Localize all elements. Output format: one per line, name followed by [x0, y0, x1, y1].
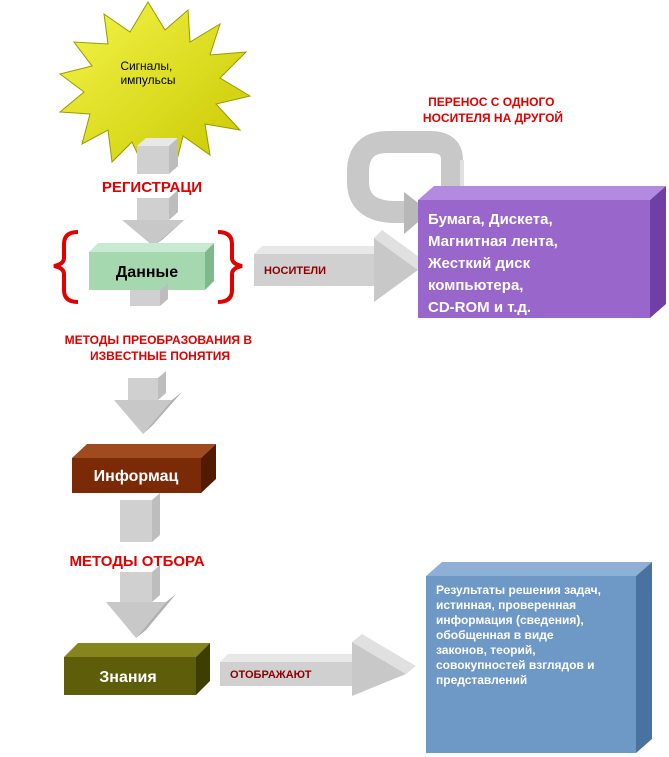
label-registration: РЕГИСТРАЦИ [102, 179, 202, 196]
label-carriers: НОСИТЕЛИ [264, 265, 326, 277]
starburst-label: Сигналы, импульсы [120, 59, 175, 87]
brace-right [217, 230, 243, 304]
arrow-to-knowledge [106, 493, 176, 638]
label-methods-transform: МЕТОДЫ ПРЕОБРАЗОВАНИЯ В ИЗВЕСТНЫЕ ПОНЯТИ… [65, 333, 256, 363]
arrow-display [220, 634, 416, 696]
results-box-text: Результаты решения задач, истинная, пров… [436, 583, 604, 687]
transfer-curve-arrow [347, 131, 464, 234]
arrow-to-information [114, 371, 182, 434]
media-box [418, 186, 666, 318]
label-transfer: ПЕРЕНОС С ОДНОГО НОСИТЕЛЯ НА ДРУГОЙ [423, 95, 563, 125]
label-methods-select: МЕТОДЫ ОТБОРА [69, 553, 204, 570]
label-display: ОТОБРАЖАЮТ [230, 669, 312, 681]
arrow-carriers [254, 230, 426, 302]
knowledge-box [64, 643, 210, 695]
information-box-label: Информац [94, 468, 179, 485]
information-box [72, 444, 216, 493]
data-box-label: Данные [116, 264, 178, 281]
data-box [89, 243, 214, 290]
knowledge-box-label: Знания [99, 669, 156, 686]
arrow-stub-data [130, 283, 168, 306]
results-box [426, 562, 652, 753]
media-box-text: Бумага, Дискета, Магнитная лента, Жестки… [427, 211, 562, 316]
arrow-registration [122, 138, 192, 246]
brace-left [53, 230, 79, 304]
